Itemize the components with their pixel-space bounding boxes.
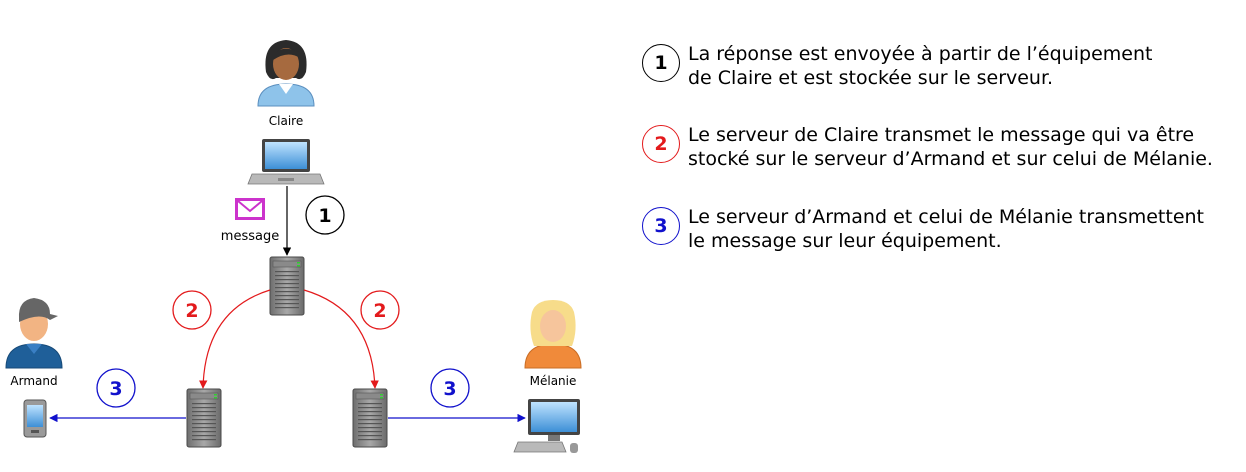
melanie-avatar-icon [524, 300, 582, 369]
step-3-badge-left: 3 [96, 368, 136, 408]
legend-step-2: 2 Le serveur de Claire transmet le messa… [642, 123, 1246, 171]
armand-avatar-icon [5, 298, 63, 369]
step-2-badge-right: 2 [360, 290, 400, 330]
step-2-badge-left: 2 [172, 290, 212, 330]
svg-text:2: 2 [185, 300, 198, 322]
svg-text:3: 3 [109, 378, 122, 400]
step-3-badge-right: 3 [430, 368, 470, 408]
armand-server-icon [186, 388, 222, 448]
arrow-step-2-right [303, 289, 379, 389]
melanie-computer-icon [513, 399, 580, 453]
legend-line: La réponse est envoyée à partir de l’équ… [688, 43, 1153, 65]
legend-line: stocké sur le serveur d’Armand et sur ce… [688, 148, 1213, 170]
svg-text:2: 2 [373, 300, 386, 322]
svg-text:3: 3 [443, 378, 456, 400]
mail-icon [235, 198, 265, 220]
armand-label: Armand [10, 374, 57, 388]
claire-laptop-icon [247, 139, 325, 185]
arrow-step-2-left [198, 289, 271, 389]
legend-text-3: Le serveur d’Armand et celui de Mélanie … [688, 205, 1246, 253]
legend-badge-1: 1 [642, 44, 680, 82]
network-diagram: Claire message 1 2 2 Armand [5, 40, 582, 453]
legend-badge-2: 2 [642, 125, 680, 163]
legend-step-1: 1 La réponse est envoyée à partir de l’é… [642, 42, 1246, 90]
melanie-server-icon [352, 388, 388, 448]
legend-badge-3: 3 [642, 207, 680, 245]
claire-avatar-icon [257, 40, 315, 107]
step-1-badge: 1 [305, 195, 345, 235]
claire-label: Claire [269, 114, 303, 128]
legend-line: Le serveur d’Armand et celui de Mélanie … [688, 206, 1204, 228]
legend-line: le message sur leur équipement. [688, 230, 1002, 252]
legend-line: de Claire et est stockée sur le serveur. [688, 67, 1054, 89]
message-label: message [221, 229, 279, 244]
legend-step-3: 3 Le serveur d’Armand et celui de Mélani… [642, 205, 1246, 253]
claire-server-icon [269, 256, 305, 316]
melanie-label: Mélanie [530, 374, 577, 388]
legend-text-2: Le serveur de Claire transmet le message… [688, 123, 1246, 171]
svg-text:1: 1 [318, 205, 331, 227]
armand-phone-icon [23, 399, 47, 438]
legend-text-1: La réponse est envoyée à partir de l’équ… [688, 42, 1246, 90]
legend-line: Le serveur de Claire transmet le message… [688, 124, 1195, 146]
